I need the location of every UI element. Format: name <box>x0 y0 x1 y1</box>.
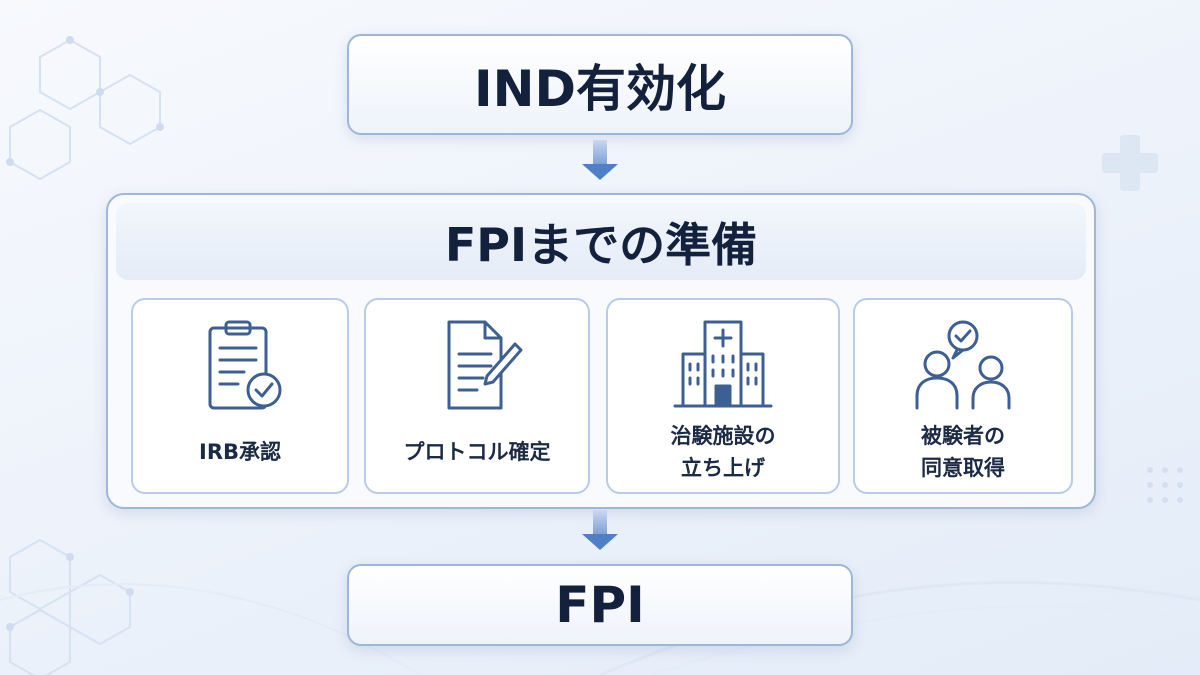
ind-activation-box: IND有効化 <box>347 34 853 135</box>
fpi-preparation-panel: FPIまでの準備 IRB承認 プロトコル確定 <box>106 193 1096 509</box>
step-label-protocol-finalized: プロトコル確定 <box>403 440 551 464</box>
step-card-informed-consent: 被験者の 同意取得 <box>853 298 1073 494</box>
step-card-protocol-finalized: プロトコル確定 <box>364 298 590 494</box>
step-label-site-startup: 治験施設の 立ち上げ <box>670 424 776 480</box>
step-card-site-startup: 治験施設の 立ち上げ <box>606 298 840 494</box>
step-label-informed-consent: 被験者の 同意取得 <box>921 424 1005 480</box>
document-pen-icon <box>447 320 523 410</box>
clipboard-check-icon <box>208 320 282 410</box>
step-card-irb-approval: IRB承認 <box>131 298 349 494</box>
people-consent-icon <box>915 320 1011 410</box>
fpi-label: FPI <box>555 576 645 634</box>
fpi-box: FPI <box>347 564 853 646</box>
fpi-preparation-title: FPIまでの準備 <box>116 203 1086 280</box>
hospital-icon <box>673 320 773 408</box>
step-label-irb-approval: IRB承認 <box>199 440 281 464</box>
ind-activation-label: IND有効化 <box>474 59 726 118</box>
